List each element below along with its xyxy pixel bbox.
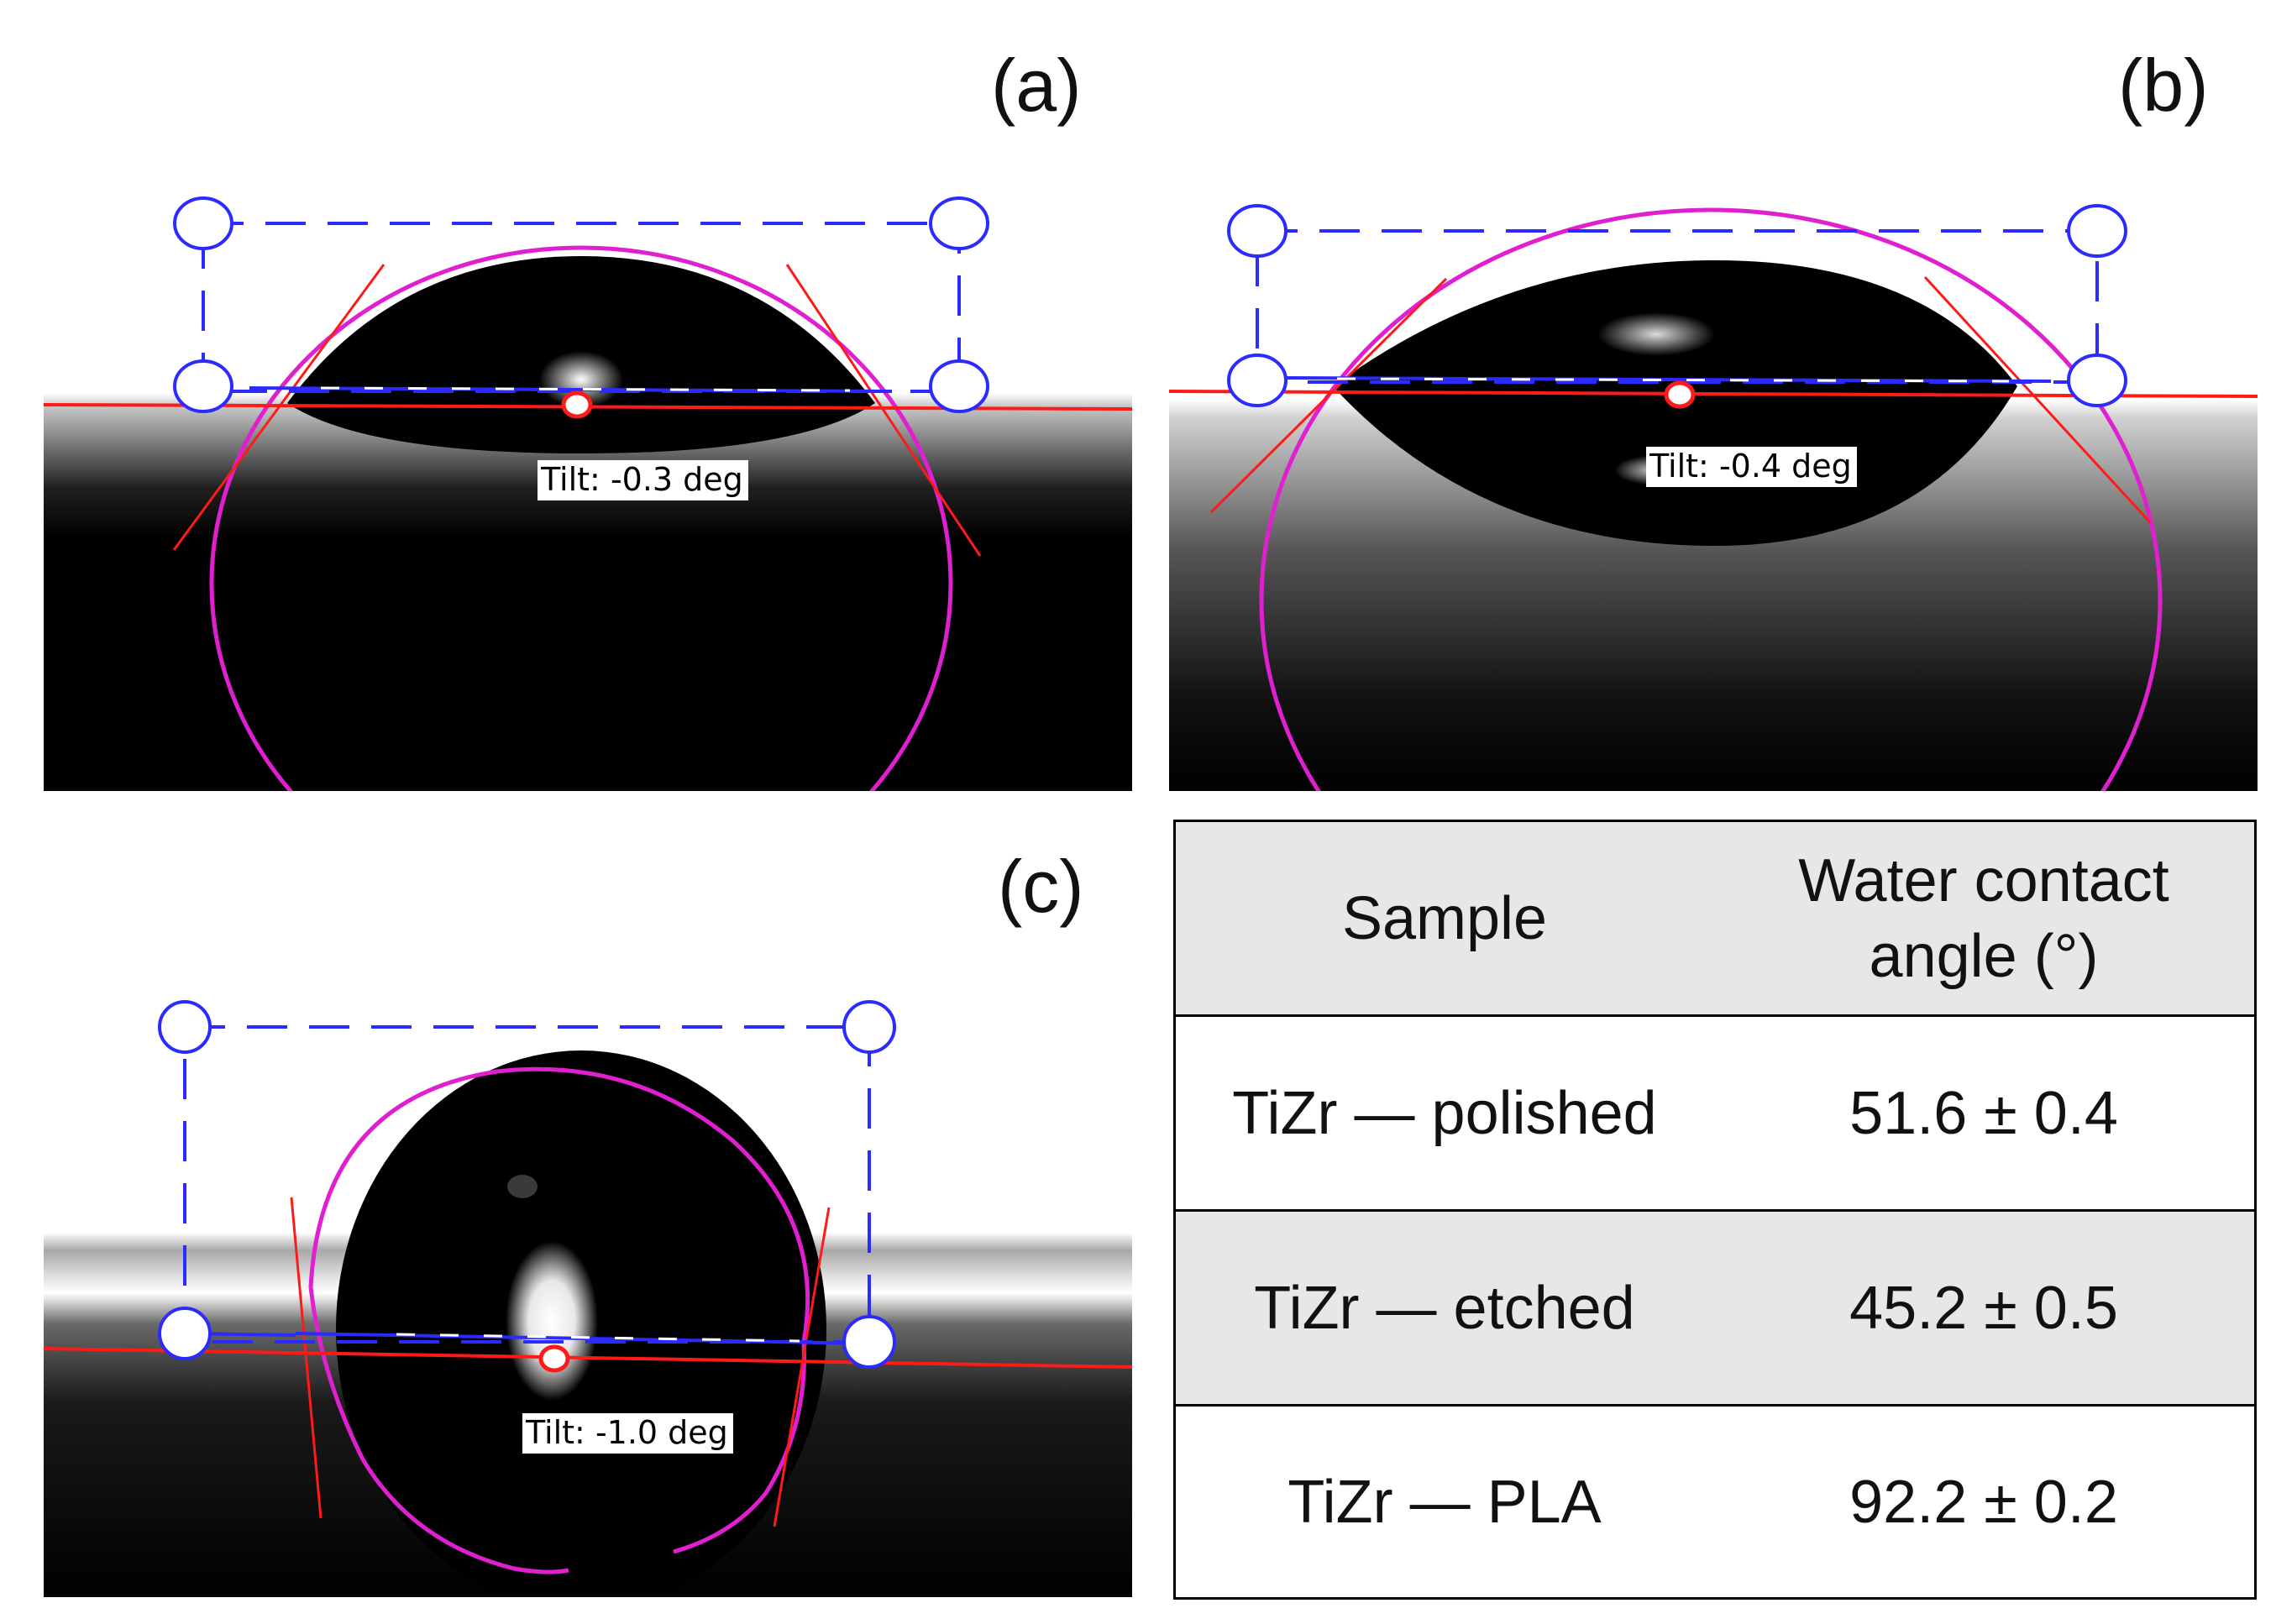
header-angle: Water contact angle (°) xyxy=(1713,822,2254,1014)
panel-label-a: (a) xyxy=(991,44,1082,127)
sample-cell: TiZr — polished xyxy=(1232,1079,1657,1147)
table-header-row: Sample Water contact angle (°) xyxy=(1176,822,2254,1017)
contact-angle-table: Sample Water contact angle (°) TiZr — po… xyxy=(1173,820,2257,1600)
header-angle-line2: angle (°) xyxy=(1869,922,2099,990)
angle-cell: 45.2 ± 0.5 xyxy=(1849,1274,2118,1342)
droplet-image-b: Tilt: -0.4 deg xyxy=(1169,160,2258,791)
droplet-image-a: Tilt: -0.3 deg xyxy=(44,160,1132,791)
table-row: TiZr — polished 51.6 ± 0.4 xyxy=(1176,1017,2254,1212)
panel-label-c: (c) xyxy=(998,845,1084,928)
header-angle-line1: Water contact xyxy=(1798,846,2169,914)
droplet-image-c: Tilt: -1.0 deg xyxy=(44,989,1132,1597)
sample-cell: TiZr — PLA xyxy=(1287,1468,1602,1536)
tilt-readout-a: Tilt: -0.3 deg xyxy=(538,460,748,500)
panel-label-b: (b) xyxy=(2118,44,2209,127)
table-row: TiZr — etched 45.2 ± 0.5 xyxy=(1176,1212,2254,1407)
tilt-readout-b: Tilt: -0.4 deg xyxy=(1646,447,1857,487)
tilt-readout-c: Tilt: -1.0 deg xyxy=(522,1413,733,1454)
angle-cell: 92.2 ± 0.2 xyxy=(1849,1468,2118,1536)
angle-cell: 51.6 ± 0.4 xyxy=(1849,1079,2118,1147)
header-sample: Sample xyxy=(1341,884,1548,952)
table-row: TiZr — PLA 92.2 ± 0.2 xyxy=(1176,1407,2254,1597)
sample-cell: TiZr — etched xyxy=(1254,1274,1635,1342)
